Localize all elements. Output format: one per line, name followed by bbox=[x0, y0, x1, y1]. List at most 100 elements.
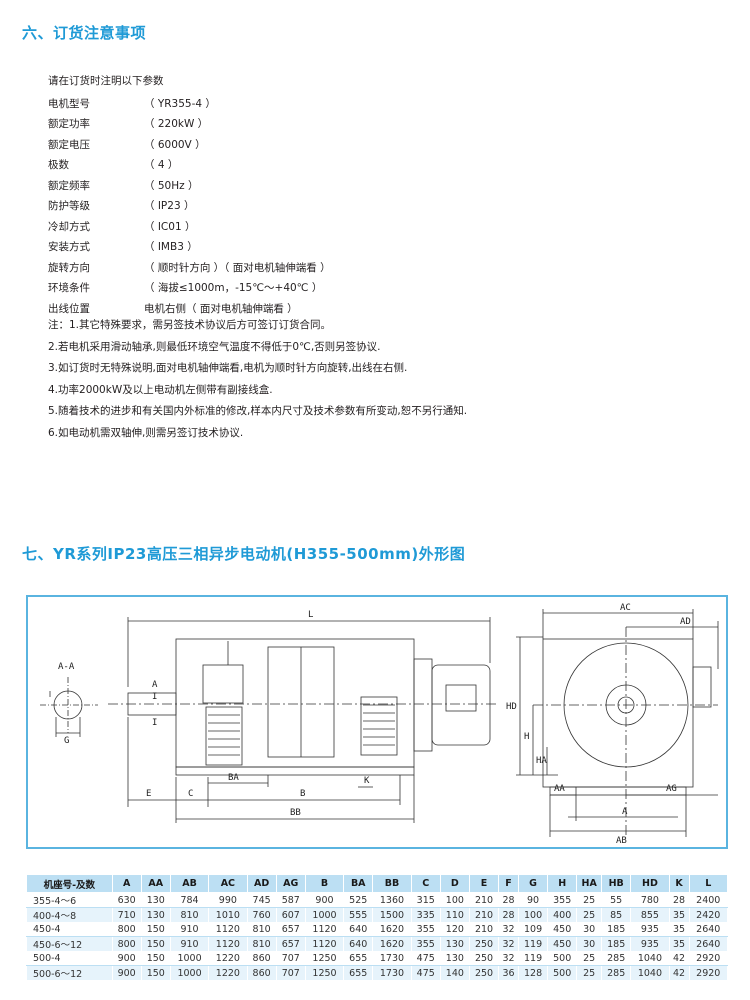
dimension-cell: 1040 bbox=[630, 951, 670, 966]
dimension-cell: 110 bbox=[439, 907, 470, 923]
dimension-cell: 130 bbox=[140, 892, 171, 908]
dimension-cell: 860 bbox=[246, 965, 277, 981]
dimension-cell: 400 bbox=[547, 907, 578, 923]
dimension-cell: 760 bbox=[246, 907, 277, 923]
dimension-cell: 285 bbox=[601, 965, 632, 981]
dimension-cell: 910 bbox=[169, 936, 210, 952]
dimension-cell: 1360 bbox=[372, 892, 412, 908]
dimension-cell: 100 bbox=[517, 907, 549, 923]
dimension-cell: 910 bbox=[169, 922, 210, 937]
motor-front-view bbox=[533, 627, 718, 837]
slip-ring-housing bbox=[413, 658, 433, 752]
param-row: 环境条件（ 海拔≤1000m，-15℃～+40℃ ） bbox=[48, 278, 331, 299]
dimension-cell: 185 bbox=[601, 922, 632, 937]
dimension-cell: 250 bbox=[468, 951, 500, 966]
dimension-cell: 130 bbox=[140, 907, 171, 923]
label-g: G bbox=[64, 736, 69, 746]
dimension-cell: 990 bbox=[208, 892, 248, 908]
label-section: A-A bbox=[58, 662, 75, 672]
dimension-cell: 1620 bbox=[372, 936, 412, 952]
param-value: （ 50Hz ） bbox=[144, 179, 199, 192]
dimension-cell: 2420 bbox=[688, 907, 729, 923]
label-c: C bbox=[188, 789, 193, 799]
frame-size-cell: 500-4 bbox=[26, 951, 113, 966]
dimension-cell: 355 bbox=[410, 936, 441, 952]
dimension-cell: 42 bbox=[668, 951, 690, 966]
dimension-cell: 1000 bbox=[169, 951, 210, 966]
column-header: HD bbox=[630, 874, 670, 893]
dimension-cell: 1220 bbox=[208, 951, 248, 966]
column-header: E bbox=[468, 874, 500, 893]
param-row: 额定电压（ 6000V ） bbox=[48, 134, 331, 155]
dimension-cell: 525 bbox=[343, 892, 374, 908]
dimension-cell: 1120 bbox=[304, 936, 345, 952]
param-label: 出线位置 bbox=[48, 302, 90, 315]
dimension-cell: 935 bbox=[630, 936, 670, 952]
dimension-cell: 784 bbox=[169, 892, 210, 908]
param-value: （ IP23 ） bbox=[144, 200, 195, 213]
section-aa-view bbox=[40, 677, 98, 737]
column-header: HB bbox=[601, 874, 632, 893]
dimension-cell: 655 bbox=[343, 951, 374, 966]
dimension-cell: 935 bbox=[630, 922, 670, 937]
param-value: （ 4 ） bbox=[144, 159, 179, 172]
param-label: 旋转方向 bbox=[48, 261, 90, 274]
table-header-row: 机座号-及数 A AA AB AC AD AG B BA BB C D E F … bbox=[26, 874, 729, 893]
dimension-cell: 810 bbox=[246, 936, 277, 952]
dimension-cell: 1010 bbox=[208, 907, 248, 923]
note-item: 5.随着技术的进步和有关国内外标准的修改,样本内尺寸及技术参数有所变动,恕不另行… bbox=[48, 405, 468, 418]
dimension-cell: 780 bbox=[630, 892, 670, 908]
motor-base bbox=[175, 766, 415, 776]
label-ab: AB bbox=[616, 836, 627, 846]
param-row: 额定频率 （ 50Hz ） bbox=[48, 175, 331, 196]
param-label: 冷却方式 bbox=[48, 220, 90, 233]
dimension-cell: 640 bbox=[343, 936, 374, 952]
label-a-front: A bbox=[622, 807, 628, 817]
label-ac: AC bbox=[620, 603, 631, 613]
dimension-cell: 1250 bbox=[304, 965, 345, 981]
param-label: 安装方式 bbox=[48, 241, 90, 254]
dimension-cell: 745 bbox=[246, 892, 277, 908]
param-value: 电机右侧（ 面对电机轴伸端看 ） bbox=[144, 302, 298, 315]
dimension-cell: 335 bbox=[410, 907, 441, 923]
dimension-cell: 475 bbox=[410, 951, 441, 966]
param-row: 冷却方式（ IC01 ） bbox=[48, 216, 331, 237]
dimension-cell: 25 bbox=[576, 951, 603, 966]
dimension-cell: 655 bbox=[343, 965, 374, 981]
dimension-cell: 32 bbox=[498, 936, 519, 952]
column-header: AC bbox=[208, 874, 248, 893]
dimension-cell: 185 bbox=[601, 936, 632, 952]
frame-size-cell: 500-6～12 bbox=[26, 965, 113, 981]
dimension-cell: 710 bbox=[111, 907, 142, 923]
terminal-box bbox=[445, 684, 477, 712]
dimension-cell: 150 bbox=[140, 951, 171, 966]
dimension-cell: 35 bbox=[668, 922, 690, 937]
dimension-cell: 109 bbox=[517, 922, 549, 937]
param-value: （ YR355-4 ） bbox=[144, 97, 216, 110]
label-ba: BA bbox=[228, 773, 239, 783]
label-k: K bbox=[364, 776, 370, 786]
column-header: K bbox=[668, 874, 690, 893]
label-b: B bbox=[300, 789, 305, 799]
dimension-cell: 90 bbox=[517, 892, 549, 908]
param-label: 额定频率 bbox=[48, 179, 90, 192]
note-item: 6.如电动机需双轴伸,则需另签订技术协议. bbox=[48, 426, 244, 439]
dimension-cell: 42 bbox=[668, 965, 690, 981]
dimension-cell: 250 bbox=[468, 936, 500, 952]
dimension-cell: 900 bbox=[111, 951, 142, 966]
label-hd: HD bbox=[506, 702, 517, 712]
dimension-cell: 315 bbox=[410, 892, 441, 908]
dimension-cell: 2920 bbox=[688, 951, 729, 966]
dimension-cell: 1220 bbox=[208, 965, 248, 981]
dimension-cell: 1000 bbox=[304, 907, 345, 923]
param-label: 极数 bbox=[48, 159, 69, 172]
dimension-cell: 1040 bbox=[630, 965, 670, 981]
dimension-cell: 500 bbox=[547, 951, 578, 966]
dimension-cell: 25 bbox=[576, 892, 603, 908]
param-row: 防护等级（ IP23 ） bbox=[48, 196, 331, 217]
dimension-cell: 2920 bbox=[688, 965, 729, 981]
dimension-cell: 657 bbox=[275, 922, 306, 937]
dimension-cell: 800 bbox=[111, 936, 142, 952]
